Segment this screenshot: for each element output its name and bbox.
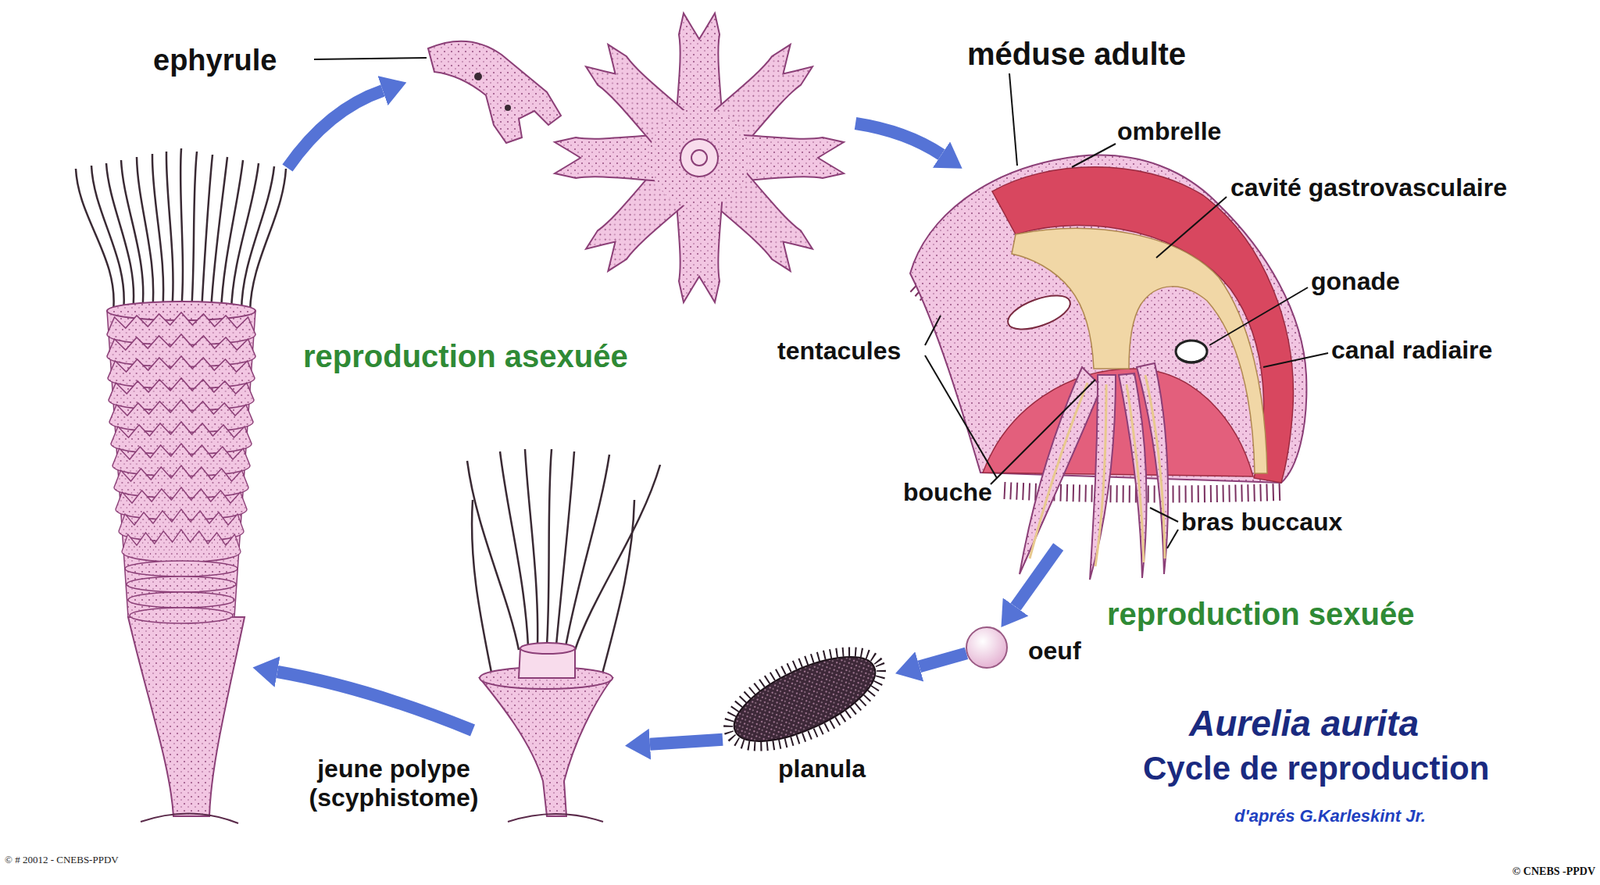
stage-name: ephyrule	[153, 43, 322, 79]
leader-line	[314, 57, 427, 60]
cycle-arrow	[919, 653, 967, 667]
ephyrule-figure	[428, 41, 561, 143]
stage-name: planula	[778, 754, 896, 784]
stage-label: méduse adulte	[906, 31, 1325, 547]
anatomy-label: cavité gastrovasculaire	[1230, 173, 1508, 203]
phase-label: reproduction asexuée	[303, 338, 629, 375]
anatomy-label: tentacules	[777, 336, 901, 366]
cycle-arrow	[277, 90, 942, 731]
polyp-figure	[467, 449, 661, 822]
cycle-arrow	[1015, 546, 1059, 608]
anatomy-label: canal radiaire	[1331, 335, 1493, 365]
stage-label: jeune polype (scyphistome)	[292, 445, 625, 825]
egg-figure	[966, 627, 1008, 668]
stage-label: ephyrule	[148, 40, 322, 83]
credit: d'aprés G.Karleskint Jr.	[1234, 806, 1426, 826]
anatomy-label: ombrelle	[1117, 117, 1222, 147]
phase-label: reproduction sexuée	[1107, 596, 1415, 633]
stage-name: jeune polype (scyphistome)	[296, 754, 492, 813]
copyright: © # 20012 - CNEBS-PPDV	[4, 854, 119, 867]
strobila-figure	[75, 148, 286, 824]
anatomy-label: bouche	[903, 478, 993, 508]
subtitle: Cycle de reproduction	[1142, 750, 1490, 788]
stage-name: oeuf	[1028, 636, 1097, 666]
stage-label: oeuf	[966, 627, 1097, 676]
cycle-arrow	[650, 739, 723, 745]
anatomy-label: gonade	[1310, 267, 1400, 297]
stage-label: planula	[722, 640, 896, 790]
anatomy-label: bras buccaux	[1181, 507, 1343, 537]
leader-lines	[925, 73, 1329, 549]
stage-name: méduse adulte	[967, 35, 1325, 72]
planula-figure	[714, 632, 895, 766]
copyright: © CNEBS -PPDV	[1512, 865, 1596, 879]
ephyra-figure	[554, 13, 844, 303]
title: Aurelia aurita	[1189, 703, 1419, 745]
